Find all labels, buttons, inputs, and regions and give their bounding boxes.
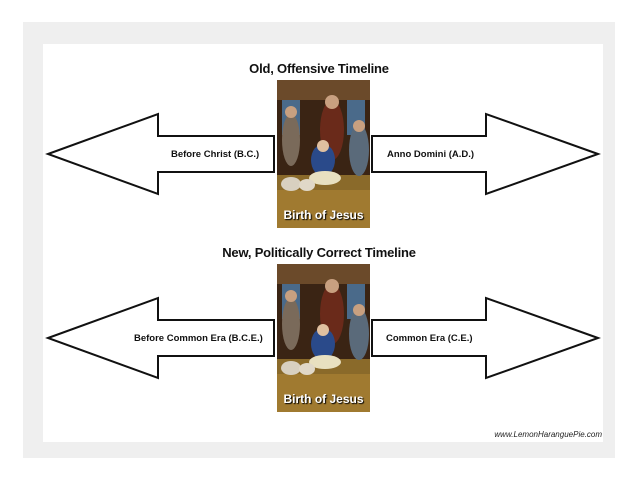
new-right-label: Common Era (C.E.) [386,333,473,344]
new-timeline-title: New, Politically Correct Timeline [222,245,416,260]
nativity-image-bottom: Birth of Jesus [277,264,370,412]
old-timeline-title: Old, Offensive Timeline [249,61,389,76]
old-left-arrow [45,112,275,196]
watermark: www.LemonHaranguePie.com [494,430,602,439]
new-right-arrow [371,296,601,380]
new-left-label: Before Common Era (B.C.E.) [134,333,263,344]
nativity-caption-top: Birth of Jesus [283,208,364,222]
old-right-arrow [371,112,601,196]
old-left-label: Before Christ (B.C.) [171,149,260,160]
new-left-arrow [45,296,275,380]
old-right-label: Anno Domini (A.D.) [387,149,475,160]
nativity-caption-bottom: Birth of Jesus [283,392,364,406]
nativity-image-top: Birth of Jesus [277,80,370,228]
nativity-scene-icon [277,80,370,228]
nativity-scene-icon [277,264,370,412]
